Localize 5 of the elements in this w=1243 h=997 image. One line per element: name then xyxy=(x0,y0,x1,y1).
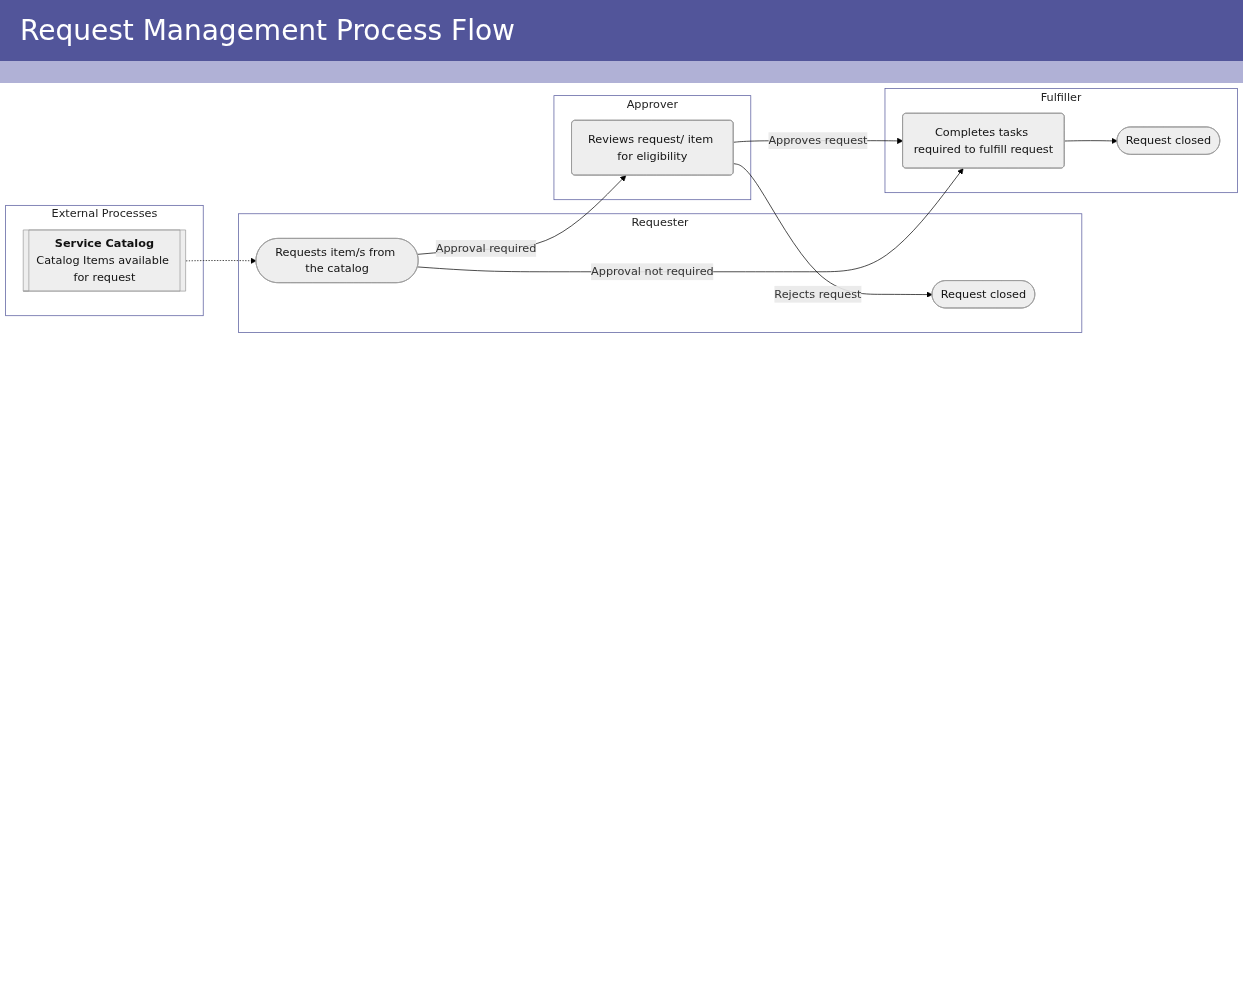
edge-label: Rejects request xyxy=(774,287,862,301)
diagram-title: Request Management Process Flow xyxy=(0,0,1243,83)
edge-label: Approval required xyxy=(435,241,537,255)
edge-label: Approves request xyxy=(768,133,868,147)
edge-label: Approval not required xyxy=(591,264,714,279)
